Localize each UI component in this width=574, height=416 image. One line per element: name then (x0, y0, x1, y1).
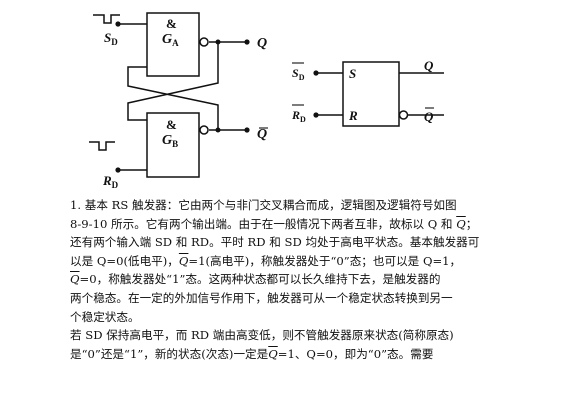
text-line-4: 以是 Q=0(低电平)，Q=1(高电平)，称触发器处于“0”态；也可以是 Q=1… (70, 253, 462, 268)
gate-b-box (146, 112, 200, 178)
sd-bar-label: SD (292, 66, 305, 82)
text-line-1: 1. 基本 RS 触发器：它由两个与非门交叉耦合而成，逻辑图及逻辑符号如图 (70, 198, 457, 212)
text-line-5: Q=0，称触发器处“1”态。这两种状态都可以长久维持下去，是触发器的 (70, 272, 441, 287)
gate-a-output-bubble (199, 37, 209, 47)
qbar-output-label: Q (257, 127, 267, 142)
gate-a-label: GA (162, 32, 179, 48)
gate-a-box (146, 12, 200, 77)
gate-a-symbol: & (166, 16, 177, 31)
rd-bar-label: RD (291, 108, 306, 124)
text-line-9: 是“0”还是“1”，新的状态(次态)一定是Q=1、Q=0，即为“0”态。需要 (70, 346, 434, 361)
rd-terminal-dot (115, 167, 121, 173)
right-q-label: Q (424, 58, 434, 73)
rd-input-label: RD (102, 173, 119, 190)
qbar-terminal-dot (244, 127, 250, 133)
pin-r-label: R (348, 108, 358, 123)
gate-b-output-bubble (199, 125, 209, 135)
gate-b-label: GB (162, 133, 178, 149)
q-terminal-dot (244, 39, 250, 45)
text-line-6: 两个稳态。在一定的外加信号作用下，触发器可从一个稳定状态转换到另一 (70, 290, 453, 305)
sd-terminal-dot (115, 21, 121, 27)
rs-symbol-box (342, 61, 400, 127)
right-qbar-label: Q (424, 109, 434, 124)
text-line-3: 还有两个输入端 SD 和 RD。平时 RD 和 SD 均处于高电平状态。基本触发… (70, 235, 480, 250)
text-line-7: 个稳定状态。 (70, 309, 140, 324)
sd-pulse-symbol (93, 14, 120, 24)
rd-pulse-symbol (89, 141, 115, 151)
sd-input-label: SD (104, 30, 118, 47)
qbar-output-bubble (398, 110, 409, 120)
logic-figure: & GA & GB SD RD Q Q SD RD S R Q Q (89, 12, 444, 190)
pin-s-label: S (349, 66, 356, 81)
gate-b-symbol: & (166, 117, 177, 132)
text-line-2: 8-9-10 所示。它有两个输出端。由于在一般情况下两者互非，故标以 Q 和 Q… (70, 216, 478, 231)
text-line-8: 若 SD 保持高电平，而 RD 端由高变低，则不管触发器原来状态(简称原态) (70, 328, 454, 343)
rs-flipflop-paragraph: 1. 基本 RS 触发器：它由两个与非门交叉耦合而成，逻辑图及逻辑符号如图 8-… (70, 196, 490, 363)
q-output-label: Q (257, 36, 267, 51)
